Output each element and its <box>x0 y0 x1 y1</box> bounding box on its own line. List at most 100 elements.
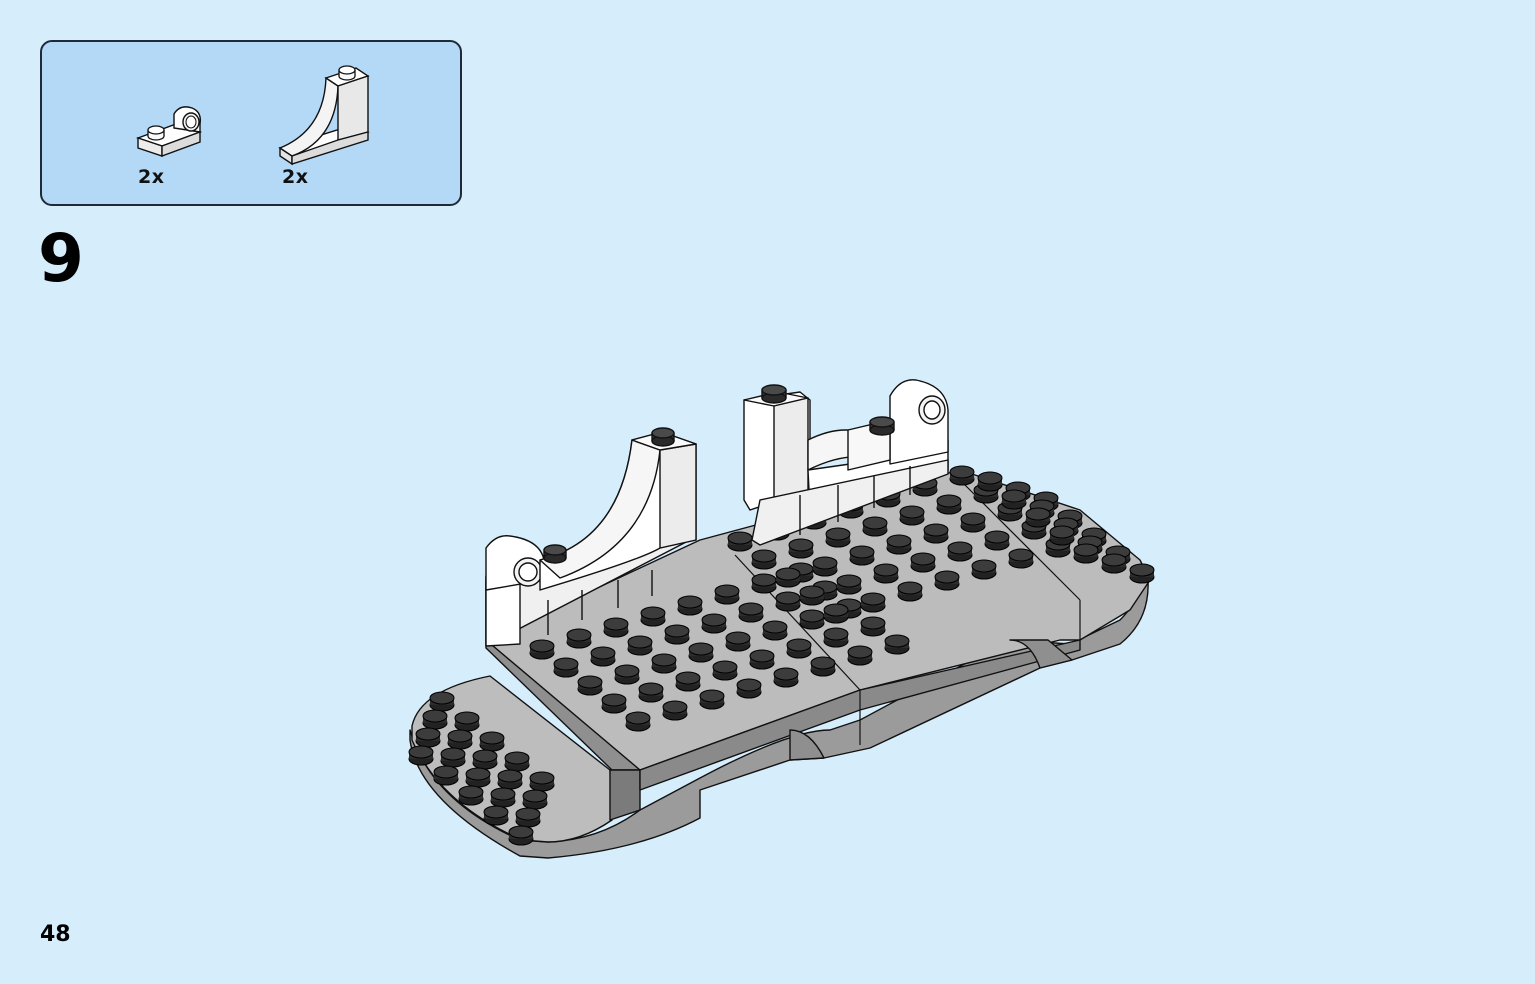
stud <box>483 805 509 826</box>
stud <box>873 563 899 584</box>
stud <box>447 729 473 750</box>
stud <box>910 552 936 573</box>
stud <box>479 731 505 752</box>
stud <box>465 767 491 788</box>
stud <box>714 584 740 605</box>
stud <box>699 689 725 710</box>
stud <box>433 765 459 786</box>
plate-studs <box>408 465 1155 846</box>
stud <box>897 581 923 602</box>
part-quantity: 2x <box>282 166 309 188</box>
stud <box>836 574 862 595</box>
stud <box>775 591 801 612</box>
stud <box>472 749 498 770</box>
stud <box>823 603 849 624</box>
stud <box>788 538 814 559</box>
stud <box>590 646 616 667</box>
stud <box>515 807 541 828</box>
stud <box>529 639 555 660</box>
stud <box>727 531 753 552</box>
stud <box>1101 553 1127 574</box>
stud <box>675 671 701 692</box>
stud <box>408 745 434 766</box>
stud <box>625 711 651 732</box>
stud <box>738 602 764 623</box>
stud <box>508 825 534 846</box>
stud <box>415 727 441 748</box>
stud <box>566 628 592 649</box>
stud <box>677 595 703 616</box>
stud <box>504 751 530 772</box>
stud <box>529 771 555 792</box>
left-white-arch-assembly <box>485 427 697 647</box>
stud <box>762 620 788 641</box>
stud <box>701 613 727 634</box>
stud <box>577 675 603 696</box>
stud <box>725 631 751 652</box>
stud <box>775 567 801 588</box>
stud <box>553 657 579 678</box>
stud <box>651 653 677 674</box>
stud <box>454 711 480 732</box>
curved-slope-part-icon <box>278 64 374 168</box>
stud <box>736 678 762 699</box>
stud <box>440 747 466 768</box>
stud <box>884 634 910 655</box>
stud <box>823 627 849 648</box>
right-white-arch-assembly <box>743 379 949 546</box>
stud <box>422 709 448 730</box>
stud <box>640 606 666 627</box>
stud <box>934 570 960 591</box>
stud <box>627 635 653 656</box>
stud <box>614 664 640 685</box>
stud <box>664 624 690 645</box>
stud <box>899 505 925 526</box>
stud <box>601 693 627 714</box>
stud <box>886 534 912 555</box>
stud <box>960 512 986 533</box>
stud <box>825 527 851 548</box>
stud <box>786 638 812 659</box>
stud <box>977 471 1003 492</box>
stud <box>490 787 516 808</box>
stud <box>949 465 975 486</box>
stud <box>429 691 455 712</box>
stud <box>936 494 962 515</box>
stud <box>923 523 949 544</box>
stud <box>1129 563 1155 584</box>
plate-with-bearing-part-icon <box>135 102 208 168</box>
stud <box>458 785 484 806</box>
stud <box>862 516 888 537</box>
page-number: 48 <box>40 922 71 947</box>
stud <box>849 545 875 566</box>
stud <box>984 530 1010 551</box>
stud <box>522 789 548 810</box>
stud <box>799 585 825 606</box>
parts-list-callout: 2x 2x <box>40 40 462 206</box>
stud <box>847 645 873 666</box>
stud <box>971 559 997 580</box>
stud <box>947 541 973 562</box>
part-quantity: 2x <box>138 166 165 188</box>
stud <box>1049 525 1075 546</box>
stud <box>860 616 886 637</box>
stud <box>662 700 688 721</box>
stud <box>749 649 775 670</box>
stud <box>638 682 664 703</box>
stud <box>751 549 777 570</box>
stud <box>860 592 886 613</box>
stud <box>799 609 825 630</box>
stud <box>773 667 799 688</box>
stud <box>812 556 838 577</box>
stud <box>810 656 836 677</box>
stud <box>603 617 629 638</box>
stud <box>1025 507 1051 528</box>
stud <box>1073 543 1099 564</box>
step-number: 9 <box>38 220 84 297</box>
stud <box>688 642 714 663</box>
stud <box>712 660 738 681</box>
stud <box>751 573 777 594</box>
stud <box>1008 548 1034 569</box>
stud <box>497 769 523 790</box>
